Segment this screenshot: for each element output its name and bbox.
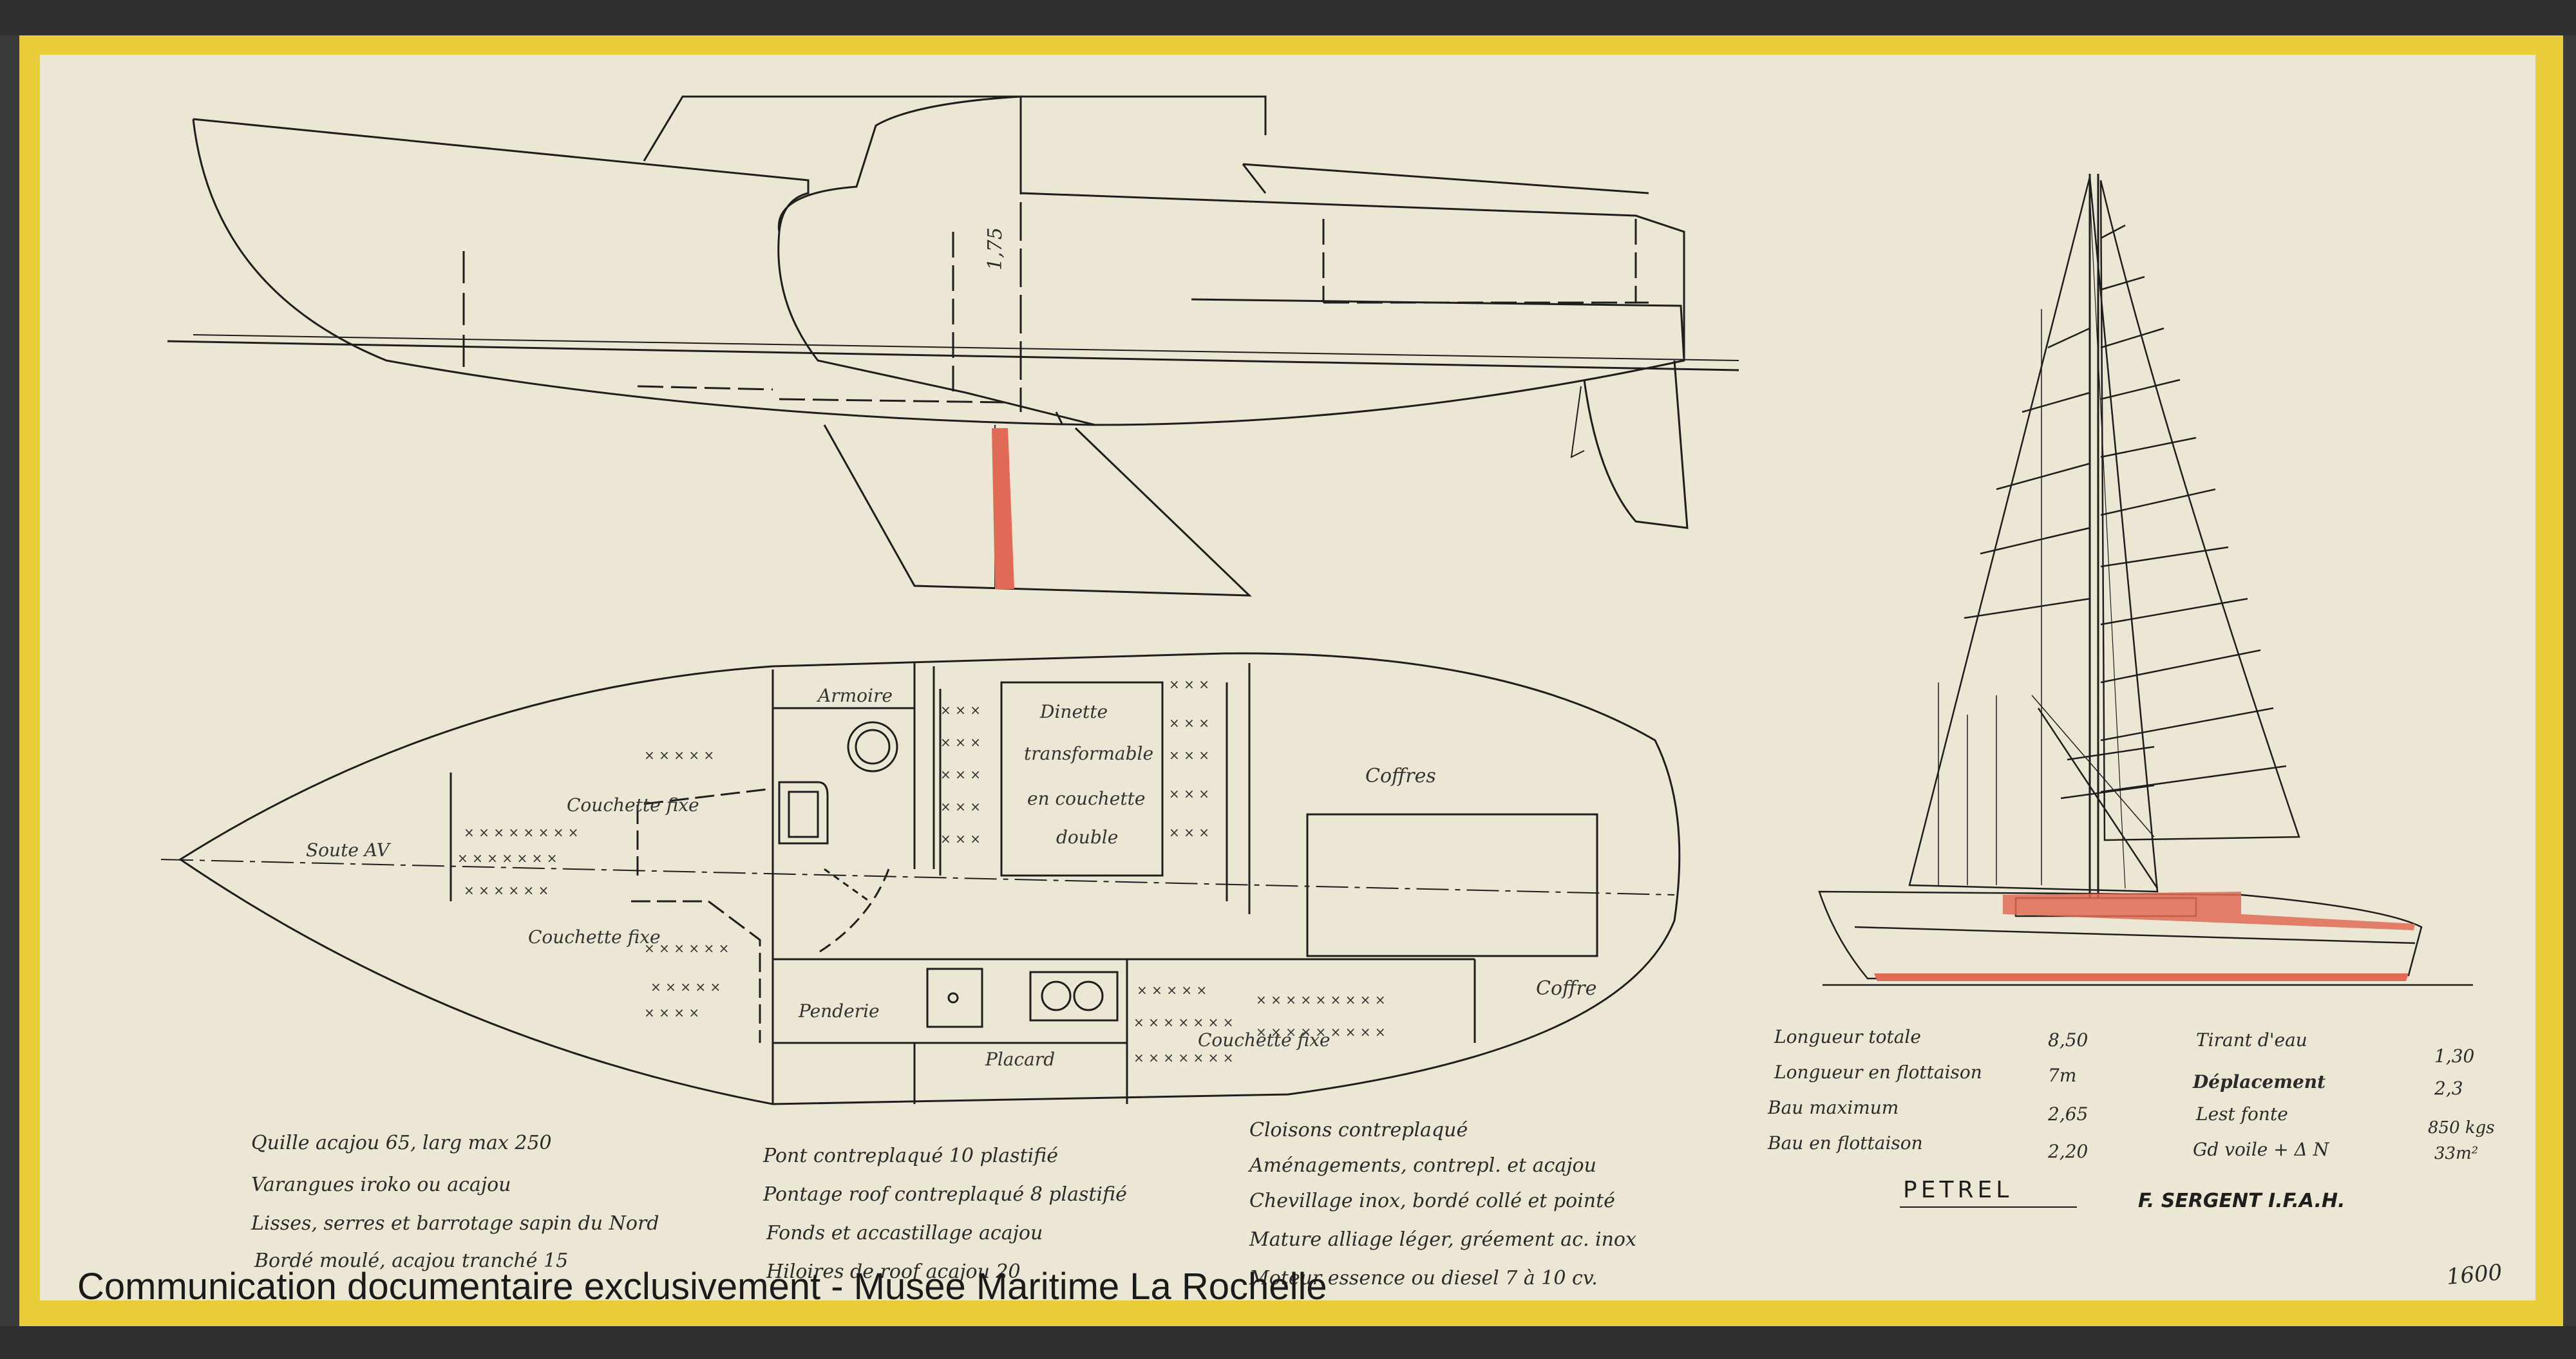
note-col3-4: Moteur essence ou diesel 7 à 10 cv. — [1249, 1267, 1598, 1289]
spec-value-5: 2,3 — [2434, 1078, 2463, 1099]
note-col2-1: Pontage roof contreplaqué 8 plastifié — [762, 1183, 1127, 1206]
construction-notes: Quille acajou 65, larg max 250 Varangues… — [251, 1119, 1636, 1289]
designer-signature: F. SERGENT I.F.A.H. — [2138, 1190, 2345, 1212]
berth-cushion-pattern: × × × × × × × × × × × × × × × × × × × × … — [457, 677, 1386, 1065]
svg-text:× × × ×: × × × × — [644, 1005, 699, 1020]
spec-value-6: 850 kgs — [2428, 1118, 2495, 1138]
spec-label-1: Longueur en flottaison — [1774, 1062, 1982, 1083]
svg-text:× × ×: × × × — [1169, 825, 1209, 840]
svg-text:× × ×: × × × — [940, 702, 981, 718]
note-col2-2: Fonds et accastillage acajou — [766, 1222, 1043, 1244]
svg-text:× × ×: × × × — [940, 735, 981, 750]
svg-text:× × × × × × ×: × × × × × × × — [1133, 1015, 1233, 1030]
watermark: Communication documentaire exclusivement… — [77, 1266, 1327, 1307]
spec-label-7: Gd voile + Δ N — [2193, 1139, 2330, 1160]
svg-text:× × ×: × × × — [940, 799, 981, 814]
label-dinette-transformable: transformable — [1024, 743, 1153, 764]
label-dinette-couchette: en couchette — [1027, 788, 1145, 809]
svg-text:× × ×: × × × — [1169, 786, 1209, 801]
sheet-number: 1600 — [2445, 1260, 2503, 1290]
spec-label-5: Déplacement — [2192, 1071, 2325, 1092]
label-penderie: Penderie — [798, 1000, 880, 1022]
svg-text:× × × × × × ×: × × × × × × × — [457, 850, 557, 866]
svg-text:× × × × × × ×: × × × × × × × — [1133, 1050, 1233, 1065]
svg-text:× × ×: × × × — [940, 831, 981, 847]
svg-text:× × × × × × × × ×: × × × × × × × × × — [1256, 1024, 1386, 1040]
note-col3-1: Aménagements, contrepl. et acajou — [1247, 1154, 1596, 1177]
svg-text:× × × × × × × × ×: × × × × × × × × × — [1256, 992, 1386, 1008]
hull-plan — [160, 652, 1681, 1105]
hull-profile — [167, 95, 1739, 597]
note-col1-1: Varangues iroko ou acajou — [251, 1174, 511, 1196]
svg-text:× × ×: × × × — [940, 767, 981, 782]
dimension-label: 1,75 — [984, 227, 1007, 270]
spec-label-4: Tirant d'eau — [2196, 1029, 2307, 1051]
label-couchette-fixe-right: Couchette fixe — [1198, 1029, 1331, 1051]
spec-label-0: Longueur totale — [1774, 1026, 1921, 1047]
note-col3-2: Chevillage inox, bordé collé et pointé — [1249, 1190, 1615, 1212]
svg-text:× × ×: × × × — [1169, 747, 1209, 763]
svg-text:× × ×: × × × — [1169, 715, 1209, 731]
svg-text:× × × × × × × ×: × × × × × × × × — [464, 825, 579, 840]
label-dinette-double: double — [1056, 827, 1118, 848]
label-soute: Soute AV — [306, 839, 392, 861]
svg-text:× × × × × ×: × × × × × × — [644, 941, 729, 956]
sail-plan — [1818, 174, 2473, 986]
note-col1-2: Lisses, serres et barrotage sapin du Nor… — [251, 1212, 659, 1235]
label-placard: Placard — [985, 1049, 1055, 1070]
note-col1-0: Quille acajou 65, larg max 250 — [251, 1132, 552, 1154]
note-col1-3: Bordé moulé, acajou tranché 15 — [254, 1250, 568, 1272]
label-coffre: Coffre — [1536, 977, 1596, 1000]
note-col3-0: Cloisons contreplaqué — [1249, 1119, 1468, 1141]
label-couchette-fixe-top: Couchette fixe — [567, 794, 699, 816]
keel-red-fill — [992, 428, 1014, 589]
plan-labels: Armoire Dinette transformable en couchet… — [306, 685, 1596, 1070]
svg-text:× × × × ×: × × × × × — [650, 979, 721, 995]
spec-value-2: 2,65 — [2047, 1103, 2088, 1125]
label-coffres: Coffres — [1365, 765, 1436, 787]
boat-name: PETREL — [1903, 1177, 2012, 1203]
spec-value-4: 1,30 — [2434, 1045, 2474, 1067]
label-dinette: Dinette — [1039, 701, 1108, 722]
spec-value-3: 2,20 — [2047, 1141, 2088, 1162]
svg-text:× × ×: × × × — [1169, 677, 1209, 692]
svg-text:× × × × ×: × × × × × — [1137, 982, 1207, 998]
spec-value-1: 7m — [2048, 1065, 2076, 1086]
paper-sheet — [40, 55, 2535, 1300]
note-col2-0: Pont contreplaqué 10 plastifié — [762, 1145, 1058, 1167]
specifications: Longueur totale 8,50 Longueur en flottai… — [1767, 1026, 2495, 1212]
svg-text:× × × × ×: × × × × × — [644, 747, 714, 763]
note-col2-3: Hiloires de roof acajou 20 — [766, 1261, 1021, 1283]
spec-value-7: 33m² — [2434, 1144, 2478, 1163]
sail-plan-red-deck — [2003, 892, 2415, 930]
label-armoire: Armoire — [816, 685, 893, 706]
spec-value-0: 8,50 — [2048, 1029, 2088, 1051]
spec-label-3: Bau en flottaison — [1767, 1132, 1923, 1154]
sail-plan-red-bottom — [1874, 973, 2409, 981]
label-couchette-fixe-bottom: Couchette fixe — [528, 926, 661, 948]
spec-label-6: Lest fonte — [2195, 1103, 2288, 1125]
note-col3-3: Mature alliage léger, gréement ac. inox — [1249, 1228, 1636, 1251]
svg-text:× × × × × ×: × × × × × × — [464, 883, 549, 898]
spec-label-2: Bau maximum — [1767, 1097, 1899, 1118]
